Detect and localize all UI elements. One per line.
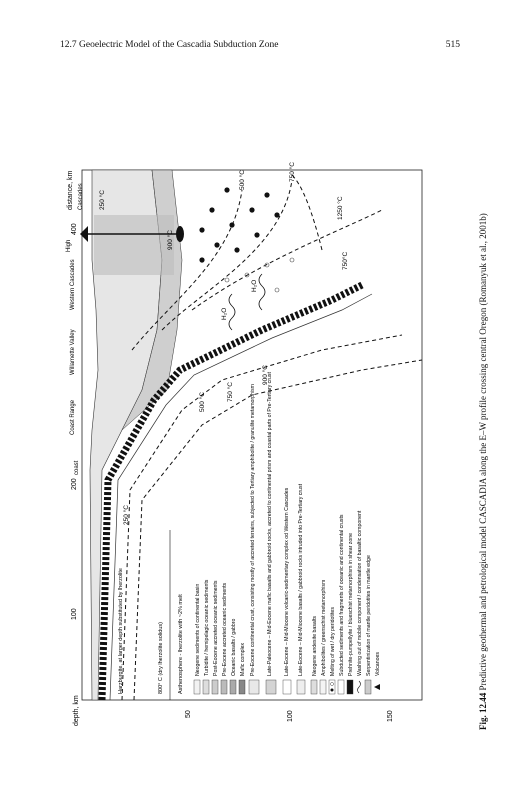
legend-item-10: Neogene andesite basalts [312, 616, 318, 676]
legend-item-7: Late-Paleocene – Mid-Eocene mafic basalt… [267, 372, 273, 676]
legend-item-12: Melting of wet / dry peridotites [330, 607, 336, 676]
isotherm-label-750-c: 750°C [341, 252, 349, 270]
legend-item-1: Turbidite / hemipelagic oceanic sediment… [204, 579, 210, 676]
plot-frame [81, 169, 423, 701]
running-header-title: 12.7 Geoelectric Model of the Cascadia S… [60, 40, 279, 50]
legend-item-15: Washing out of mobile component / conden… [357, 510, 363, 676]
isotherm-label-1250: 1250 °C [336, 196, 344, 220]
legend: Neogene sediments of continental basin T… [193, 372, 381, 695]
region-willamette: Willamette Valley [70, 329, 76, 375]
region-coast: coast [74, 460, 80, 475]
y-tick-100: 100 [287, 710, 294, 722]
region-high: High [66, 240, 72, 252]
isotherm-6 [291, 174, 323, 251]
running-header: 12.7 Geoelectric Model of the Cascadia S… [60, 40, 460, 54]
isotherm-label-500-a: 500 °C [198, 392, 206, 412]
arc-column [94, 215, 174, 275]
legend-item-9: Late-Eocene – Mid-Miocene basalts / gabb… [298, 483, 304, 676]
legend-item-11: Amphibolites / greenschist metamorphism [321, 580, 327, 676]
magma-chamber [176, 226, 184, 242]
h2o-arrow-2 [258, 273, 266, 311]
isotherm-5 [191, 209, 383, 311]
melt-dots [199, 187, 280, 263]
legend-item-17: Volcanoes [375, 652, 381, 676]
figure-caption-label: Fig. 12.44 [478, 692, 488, 730]
isotherm-label-250-a: 250 °C [122, 505, 130, 525]
isotherm-label-500-b: 500 °C [238, 170, 246, 190]
isotherm-label-750-a: 750 °C [226, 382, 234, 402]
legend-item-0: Neogene sediments of continental basin [195, 584, 201, 676]
asthenosphere-note: Asthenosphere - lherzolite with ~2% melt [178, 594, 184, 694]
legend-item-16: Serpentinization of mantle peridotites i… [366, 555, 372, 676]
y-tick-50: 50 [185, 710, 192, 718]
region-coast-range: Coast Range [70, 399, 76, 435]
isotherm-3 [131, 189, 243, 351]
y-axis-label: depth, km [73, 695, 80, 726]
isotherm-label-900-b: 900 °C [166, 230, 174, 250]
h2o-label-1: H₂O [221, 308, 228, 320]
page-number: 515 [445, 40, 460, 50]
wet-melt-circles [224, 257, 295, 293]
legend-item-5: Mafic complex [240, 642, 246, 676]
region-cascades: Cascades [78, 183, 84, 210]
h2o-label-2: H₂O [251, 280, 258, 292]
legend-item-4: Oceanic basalts / gabbro [231, 619, 237, 676]
h2o-arrow-1 [228, 293, 236, 331]
isotherm-2 [133, 359, 423, 701]
x-axis-label: distance, km [67, 171, 74, 210]
x-tick-200: 200 [71, 478, 78, 490]
y-tick-150: 150 [387, 710, 394, 722]
cross-section-diagram: depth, km distance, km 100 200 400 50 10… [66, 162, 423, 726]
legend-item-6: Pre-Eocene continental crust, consisting… [250, 384, 256, 676]
isotherm-label-250-b: 250 °C [98, 190, 106, 210]
figure-caption-text: Predictive geothermal and petrological m… [478, 213, 488, 691]
figure-landscape: depth, km distance, km 100 200 400 50 10… [62, 160, 480, 730]
x-tick-400: 400 [71, 223, 78, 235]
slab-base [109, 293, 373, 701]
legend-item-3: Pre-Eocene accreted oceanic sediments [222, 582, 228, 676]
figure: depth, km distance, km 100 200 400 50 10… [62, 160, 480, 730]
legend-item-13: Subducted sediments and fragments of oce… [339, 514, 345, 676]
isotherm-label-900-a: 900 °C [261, 365, 269, 385]
isotherm-4 [161, 179, 293, 331]
isotherm-1 [121, 334, 403, 701]
legend-item-14: Prehnite-pumpellyite / blueschist metamo… [348, 533, 354, 676]
region-western-cascades: Western Cascades [70, 259, 76, 310]
x-tick-100: 100 [71, 608, 78, 620]
legend-item-8: Late-Eocene – Mid-Miocene volcanic-sedim… [284, 487, 290, 676]
legend-item-2: Post-Eocene accreted oceanic sediments [213, 580, 219, 676]
solidus-note: 800° C (dry lherzolite solidus) [158, 622, 164, 694]
harzburgite-note: Harzburgite, at larger depth substituted… [118, 568, 124, 694]
isotherm-label-750-b: 750 °C [288, 162, 296, 182]
subducting-slab [98, 281, 364, 701]
figure-caption: Fig. 12.44 Predictive geothermal and pet… [478, 160, 488, 730]
volcano-icon [80, 226, 88, 242]
